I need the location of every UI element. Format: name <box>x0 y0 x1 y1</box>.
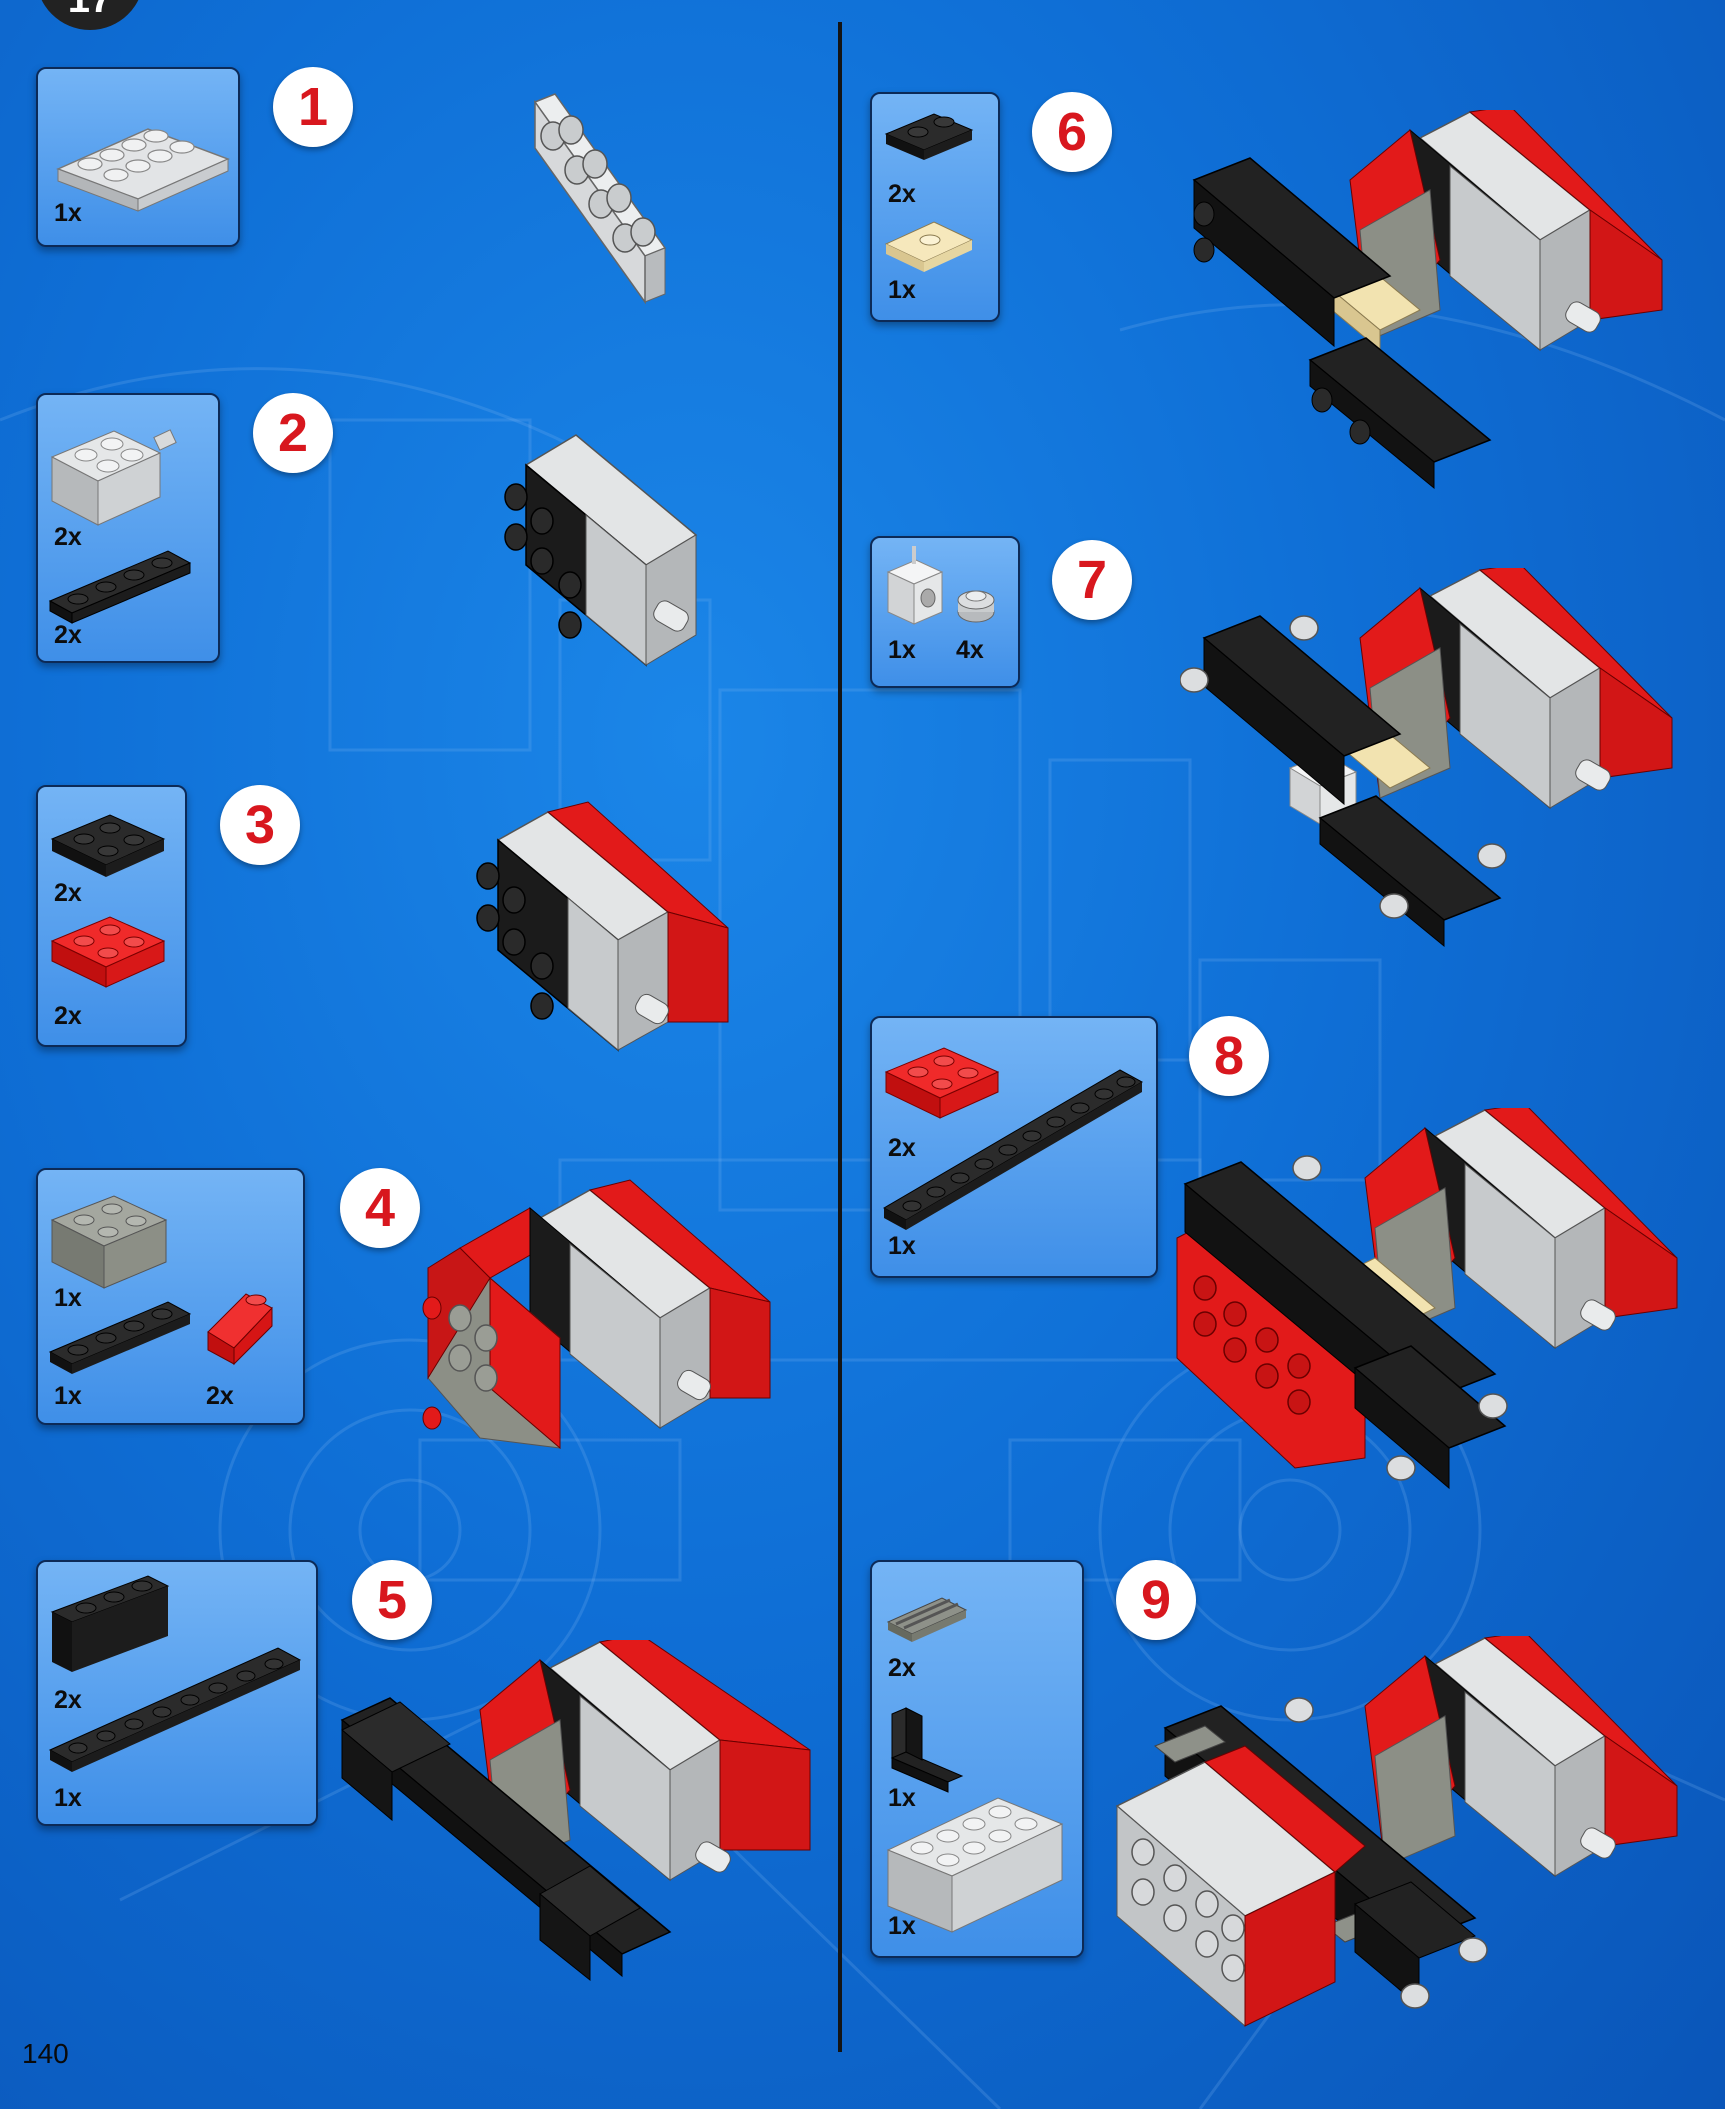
part-qty: 2x <box>206 1382 234 1410</box>
step-5-model <box>340 1640 811 1982</box>
step-number-3: 3 <box>220 785 300 865</box>
step-7-model <box>1180 568 1673 948</box>
part-qty: 1x <box>888 1912 916 1940</box>
step-number-6: 6 <box>1032 92 1112 172</box>
step-number-4: 4 <box>340 1168 420 1248</box>
part-qty: 1x <box>54 1284 82 1312</box>
plate-2x4-light-grey-icon <box>56 128 230 212</box>
step-5-parts-box: 2x 1x <box>36 1560 318 1826</box>
slope-1x2-red-icon <box>207 1293 273 1366</box>
step-number-7: 7 <box>1052 540 1132 620</box>
part-qty: 1x <box>54 199 82 227</box>
plate-2x2-black-icon <box>50 814 166 877</box>
step-number-1: 1 <box>273 67 353 147</box>
part-qty: 1x <box>888 636 916 664</box>
part-qty: 2x <box>54 1686 82 1714</box>
step-2-parts-box: 2x 2x <box>36 393 220 663</box>
part-qty: 2x <box>888 1134 916 1162</box>
step-9-parts-box: 2x 1x 1x <box>870 1560 1084 1958</box>
brick-1x3-black-icon <box>50 1575 170 1672</box>
technic-brick-with-axle-white-icon <box>886 546 944 625</box>
plate-1x10-black-icon <box>882 1069 1144 1230</box>
slope-inverted-2x2-red-icon <box>884 1047 1000 1119</box>
column-divider <box>838 22 842 2052</box>
step-1-model <box>533 93 667 305</box>
slope-inverted-2x2-red-icon <box>50 916 166 988</box>
part-qty: 1x <box>888 1784 916 1812</box>
brick-2x2-with-pin-light-grey-icon <box>50 429 177 526</box>
step-number-8: 8 <box>1189 1016 1269 1096</box>
step-3-parts-box: 2x 2x <box>36 785 187 1047</box>
part-qty: 2x <box>54 621 82 649</box>
jumper-plate-tan-icon <box>884 221 974 272</box>
part-qty: 1x <box>888 1232 916 1260</box>
part-qty: 2x <box>888 180 916 208</box>
part-qty: 4x <box>956 636 984 664</box>
part-qty: 1x <box>888 276 916 304</box>
part-qty: 1x <box>54 1784 82 1812</box>
part-qty: 2x <box>54 523 82 551</box>
step-number-2: 2 <box>253 393 333 473</box>
plate-1x8-black-icon <box>48 1647 302 1772</box>
page-number: 140 <box>22 2038 69 2069</box>
plate-1x4-black-icon <box>48 1301 192 1374</box>
corner-label: 17 <box>36 0 144 22</box>
plate-1x2-black-icon <box>884 113 974 160</box>
part-qty: 2x <box>54 879 82 907</box>
part-qty: 2x <box>888 1654 916 1682</box>
bracket-1x2-black-icon <box>890 1707 964 1793</box>
step-4-model <box>422 1179 771 1450</box>
step-3-model <box>476 801 729 1052</box>
step-8-model <box>1176 1108 1678 1490</box>
step-1-parts-box: 1x <box>36 67 240 247</box>
step-8-parts-box: 2x 1x <box>870 1016 1158 1278</box>
step-number-5: 5 <box>352 1560 432 1640</box>
step-6-model <box>1192 110 1663 490</box>
step-6-parts-box: 2x 1x <box>870 92 1000 322</box>
brick-2x4-light-grey-icon <box>886 1797 1064 1933</box>
step-9-model <box>1115 1636 1678 2028</box>
step-2-model <box>504 434 698 667</box>
part-qty: 1x <box>54 1382 82 1410</box>
brick-2x2-dark-grey-icon <box>50 1195 168 1289</box>
part-qty: 2x <box>54 1002 82 1030</box>
step-number-9: 9 <box>1116 1560 1196 1640</box>
step-7-parts-box: 1x 4x <box>870 536 1020 688</box>
round-plate-1x1-grey-icon <box>957 590 995 623</box>
grille-tile-1x2-dark-grey-icon <box>886 1597 968 1642</box>
step-4-parts-box: 1x 1x 2x <box>36 1168 305 1425</box>
plate-1x4-black-icon <box>48 550 192 624</box>
